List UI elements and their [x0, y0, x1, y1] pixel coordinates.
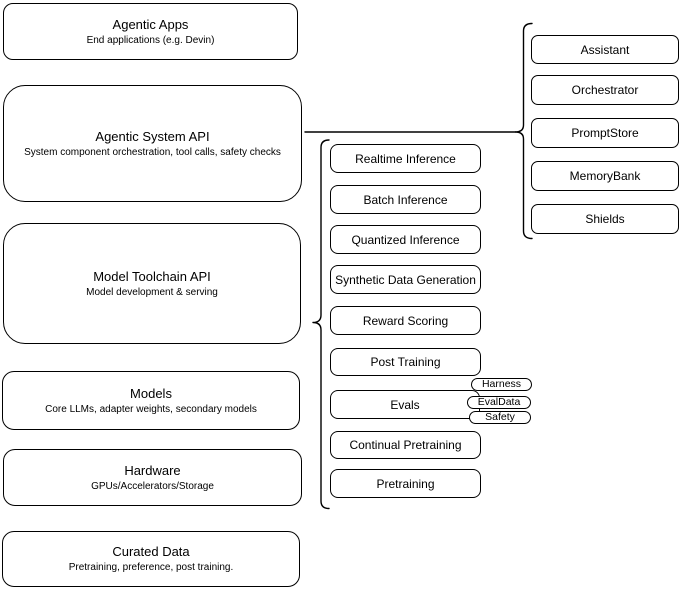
tag-label: Safety: [485, 411, 515, 423]
node-label: Realtime Inference: [355, 151, 456, 166]
node-subtitle: Core LLMs, adapter weights, secondary mo…: [45, 403, 257, 415]
node-shields[interactable]: Shields: [531, 204, 679, 234]
node-label: Synthetic Data Generation: [335, 272, 476, 287]
node-subtitle: Model development & serving: [86, 286, 218, 298]
node-title: Curated Data: [112, 544, 190, 559]
node-evals[interactable]: Evals: [330, 390, 480, 419]
node-title: Hardware: [124, 462, 181, 478]
node-model-toolchain-api[interactable]: Model Toolchain API Model development & s…: [3, 223, 301, 344]
node-synthetic-data-generation[interactable]: Synthetic Data Generation: [330, 265, 481, 294]
node-agentic-system-api[interactable]: Agentic System API System component orche…: [3, 85, 302, 202]
node-label: MemoryBank: [569, 169, 641, 183]
tag-label: Harness: [481, 378, 522, 390]
node-safety[interactable]: Safety: [469, 411, 531, 424]
node-subtitle: GPUs/Accelerators/Storage: [91, 480, 214, 492]
node-title: Agentic Apps: [112, 16, 189, 32]
node-subtitle: Pretraining, preference, post training.: [68, 562, 234, 573]
node-harness[interactable]: Harness: [471, 378, 532, 391]
node-subtitle: End applications (e.g. Devin): [86, 34, 215, 46]
node-label: Batch Inference: [363, 192, 448, 207]
node-promptstore[interactable]: PromptStore: [531, 118, 679, 148]
node-title: Agentic System API: [95, 128, 210, 144]
node-label: Assistant: [580, 42, 630, 57]
node-continual-pretraining[interactable]: Continual Pretraining: [330, 431, 481, 459]
node-label: Post Training: [370, 355, 441, 369]
node-label: Evals: [390, 397, 420, 412]
node-label: PromptStore: [571, 126, 639, 140]
node-label: Shields: [585, 212, 625, 226]
node-label: Pretraining: [376, 476, 435, 491]
node-post-training[interactable]: Post Training: [330, 348, 481, 376]
node-subtitle: System component orchestration, tool cal…: [24, 146, 281, 158]
node-label: Orchestrator: [571, 83, 639, 97]
node-evaldata[interactable]: EvalData: [467, 396, 531, 409]
node-title: Models: [130, 385, 172, 401]
node-title: Model Toolchain API: [93, 268, 211, 284]
node-realtime-inference[interactable]: Realtime Inference: [330, 144, 481, 173]
node-reward-scoring[interactable]: Reward Scoring: [330, 306, 481, 335]
node-memorybank[interactable]: MemoryBank: [531, 161, 679, 191]
node-label: Quantized Inference: [351, 232, 460, 247]
node-label: Continual Pretraining: [349, 438, 462, 452]
right-curly-brace: [514, 22, 533, 240]
node-pretraining[interactable]: Pretraining: [330, 469, 481, 498]
node-label: Reward Scoring: [362, 313, 449, 328]
middle-curly-brace: [312, 139, 330, 510]
node-quantized-inference[interactable]: Quantized Inference: [330, 225, 481, 254]
node-orchestrator[interactable]: Orchestrator: [531, 75, 679, 105]
node-assistant[interactable]: Assistant: [531, 35, 679, 64]
tag-label: EvalData: [477, 396, 521, 408]
node-batch-inference[interactable]: Batch Inference: [330, 185, 481, 214]
